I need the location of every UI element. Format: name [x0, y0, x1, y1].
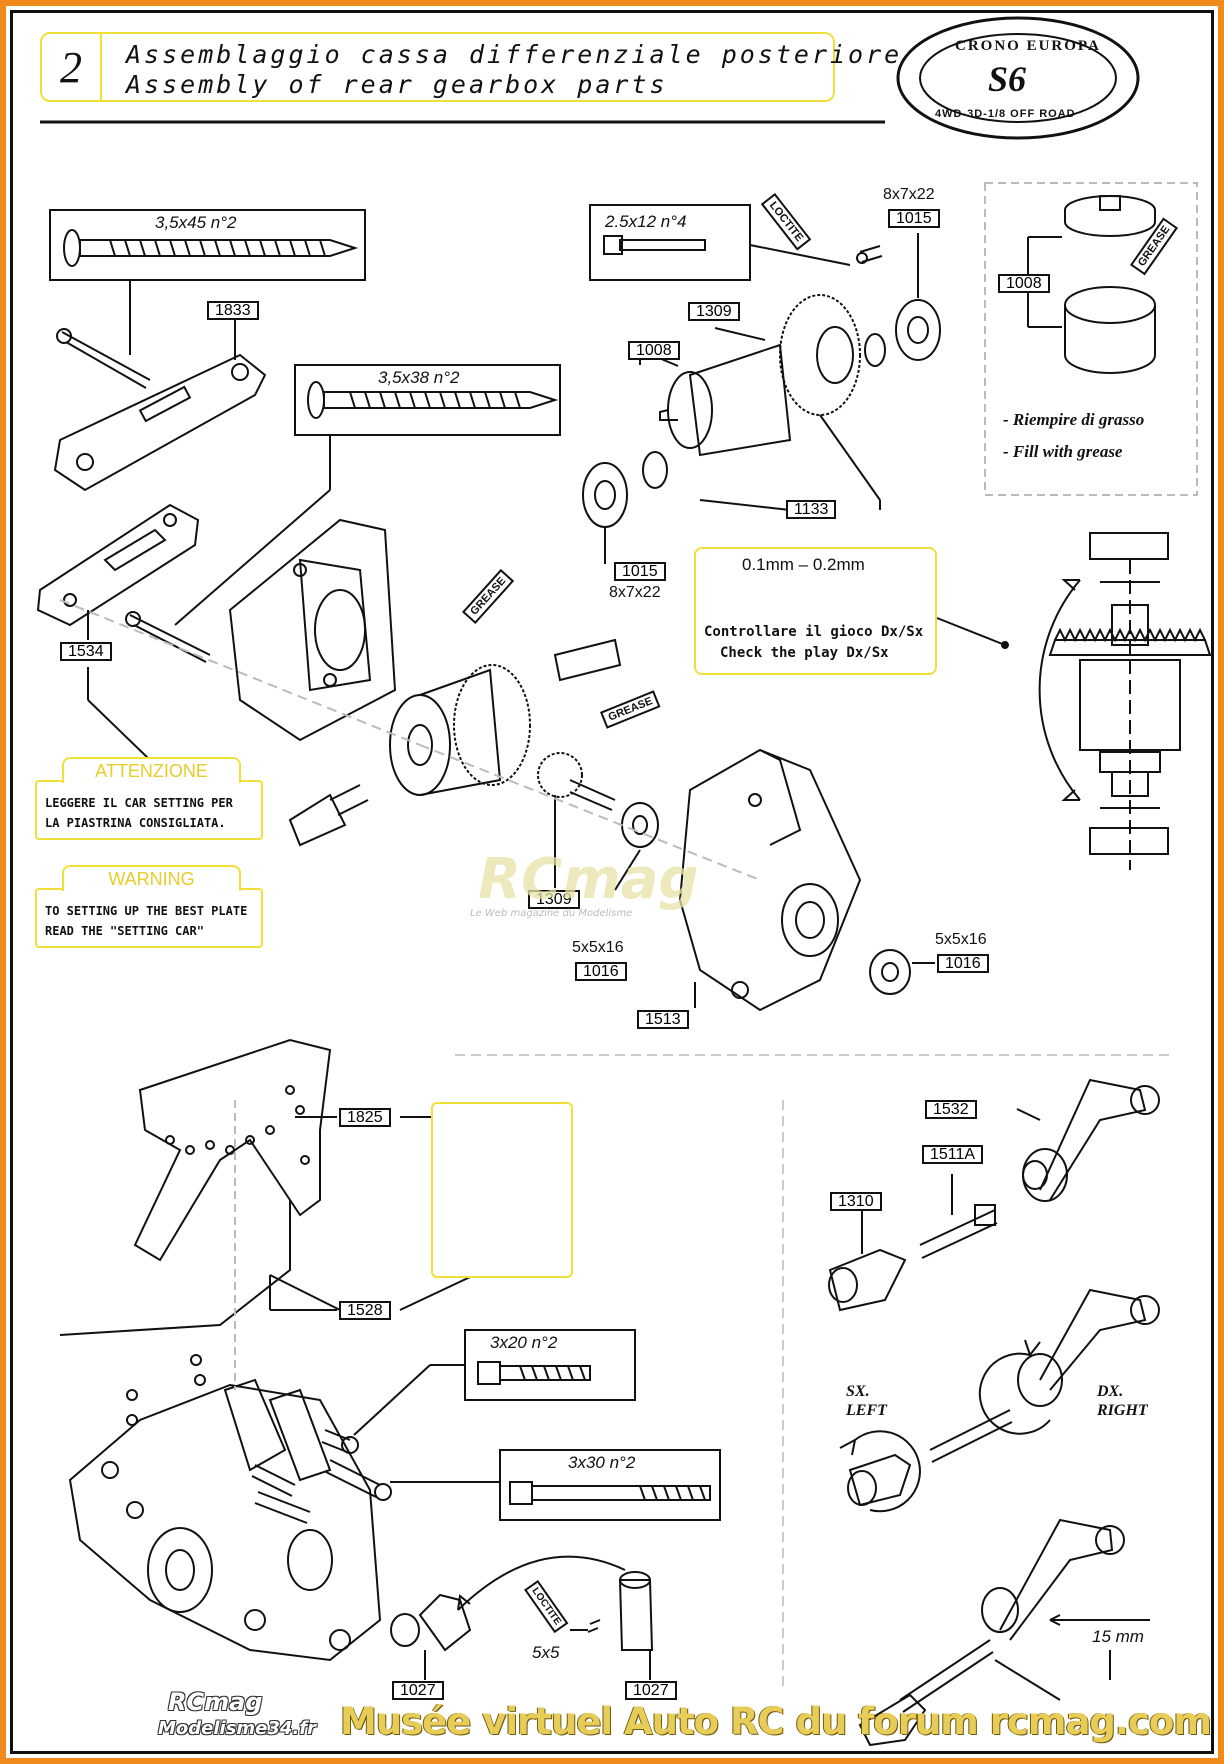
part-1309-ring-gear: 1309 — [688, 302, 740, 321]
toe-length: 15 mm — [1092, 1627, 1144, 1646]
part-1015-top: 1015 — [888, 209, 940, 228]
part-1015-bottom: 1015 — [614, 562, 666, 581]
left-direction-it: SX. — [846, 1383, 870, 1400]
step-number: 2 — [42, 34, 102, 100]
left-direction-en: LEFT — [846, 1402, 887, 1419]
grub-screw-size: 5x5 — [532, 1643, 560, 1662]
page-inner-border — [10, 10, 1214, 1754]
part-1528: 1528 — [339, 1301, 391, 1320]
screw-3x20-label: 3x20 n°2 — [490, 1333, 558, 1352]
part-1027-right: 1027 — [625, 1681, 677, 1700]
part-1016-left: 1016 — [575, 962, 627, 981]
gap-range: 0.1mm – 0.2mm — [742, 555, 865, 574]
screw-3-5x45-label: 3,5x45 n°2 — [155, 213, 237, 232]
rcmag-tagline: Le Web magazine du Modelisme — [470, 908, 633, 919]
logo-top-text: CRONO EUROPA — [955, 38, 1101, 54]
fill-grease-italian: - Riempire di grasso — [1003, 410, 1145, 429]
plate-detail-callout — [431, 1102, 573, 1278]
attention-title: ATTENZIONE — [62, 757, 241, 783]
bearing-size-right: 5x5x16 — [935, 931, 987, 948]
title-english: Assembly of rear gearbox parts — [126, 70, 668, 99]
play-check-english: Check the play Dx/Sx — [720, 645, 889, 661]
warning-title: WARNING — [62, 865, 241, 891]
screw-2-5x12-label: 2.5x12 n°4 — [605, 212, 687, 231]
part-1008: 1008 — [628, 341, 680, 360]
part-1008-detail: 1008 — [998, 274, 1050, 293]
modelisme34-logo: Modelisme34.fr — [158, 1718, 316, 1739]
rcmag-small-logo: RCmag — [168, 1688, 263, 1716]
attention-line-2: LA PIASTRINA CONSIGLIATA. — [45, 816, 226, 830]
part-1513: 1513 — [637, 1010, 689, 1029]
logo-bottom-text: 4WD-3D-1/8 OFF ROAD — [935, 108, 1076, 120]
warning-line-2: READ THE "SETTING CAR" — [45, 924, 204, 938]
play-check-callout: 0.1mm – 0.2mm Controllare il gioco Dx/Sx… — [694, 547, 937, 675]
right-direction-it: DX. — [1097, 1383, 1124, 1400]
screw-3-5x38-label: 3,5x38 n°2 — [378, 368, 460, 387]
part-1534: 1534 — [60, 642, 112, 661]
fill-grease-english: - Fill with grease — [1003, 442, 1123, 461]
play-check-italian: Controllare il gioco Dx/Sx — [704, 624, 924, 640]
right-direction-en: RIGHT — [1097, 1402, 1148, 1419]
attention-line-1: LEGGERE IL CAR SETTING PER — [45, 796, 233, 810]
part-1027-left: 1027 — [392, 1681, 444, 1700]
part-1833: 1833 — [207, 301, 259, 320]
warning-line-1: TO SETTING UP THE BEST PLATE — [45, 904, 248, 918]
logo-center-text: S6 — [988, 59, 1027, 99]
part-1310: 1310 — [830, 1192, 882, 1211]
step-header: 2 Assemblaggio cassa differenziale poste… — [40, 32, 899, 102]
part-1532: 1532 — [925, 1100, 977, 1119]
part-1133: 1133 — [786, 500, 837, 519]
part-1825: 1825 — [339, 1108, 391, 1127]
attention-callout: LEGGERE IL CAR SETTING PER LA PIASTRINA … — [35, 780, 263, 840]
bearing-size-pinion: 5x5x16 — [572, 939, 624, 956]
part-1511A: 1511A — [922, 1145, 984, 1164]
footer-museum-text: Musée virtuel Auto RC du forum rcmag.com — [340, 1700, 1212, 1743]
rcmag-watermark: RCmag — [478, 847, 699, 912]
bearing-size-bottom: 8x7x22 — [609, 584, 661, 601]
title-italian: Assemblaggio cassa differenziale posteri… — [126, 40, 903, 69]
warning-callout: TO SETTING UP THE BEST PLATE READ THE "S… — [35, 888, 263, 948]
part-1309-pinion: 1309 — [528, 890, 580, 909]
part-1016-right: 1016 — [937, 954, 989, 973]
bearing-size-top: 8x7x22 — [883, 186, 935, 203]
long-screw-icon — [63, 229, 359, 267]
screw-3x30-label: 3x30 n°2 — [568, 1453, 636, 1472]
